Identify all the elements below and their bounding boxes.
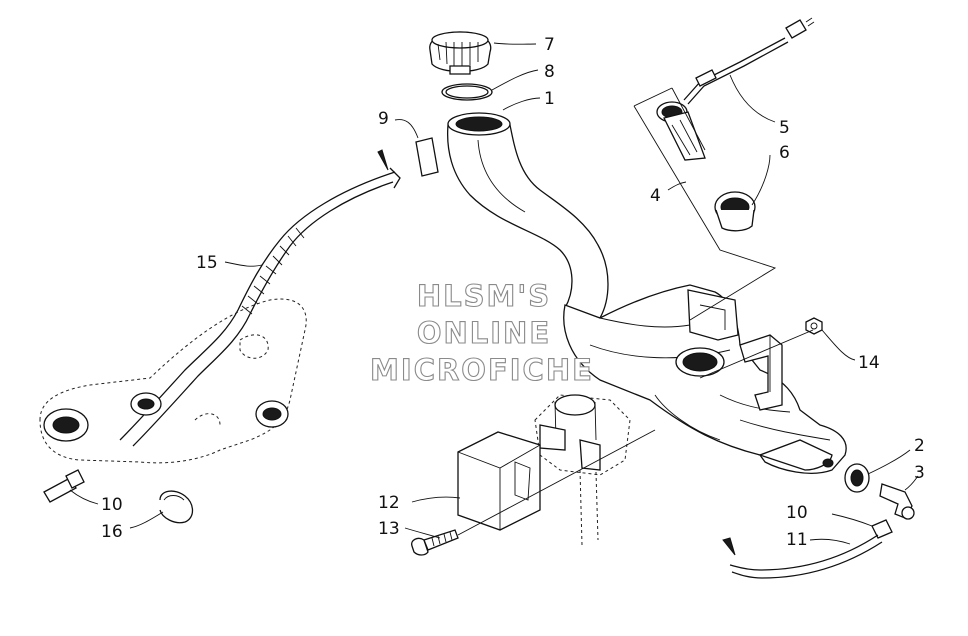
leader-lines — [69, 42, 919, 545]
watermark: HLSM'S ONLINE MICROFICHE — [370, 278, 594, 387]
fuel-pump — [534, 394, 631, 546]
sender-bracket-outline — [633, 87, 777, 321]
callout-11: 11 — [786, 530, 808, 550]
callout-14: 14 — [858, 353, 880, 373]
watermark-line-3: MICROFICHE — [370, 353, 594, 387]
callout-8: 8 — [544, 62, 555, 82]
mounting-bracket — [739, 334, 783, 411]
fuel-line — [722, 534, 883, 579]
callout-4: 4 — [650, 186, 661, 206]
hose-fitting-right — [871, 519, 893, 539]
hose-clamp — [159, 490, 194, 524]
callout-15: 15 — [196, 253, 218, 273]
grommet — [714, 191, 756, 232]
callout-16: 16 — [101, 522, 123, 542]
heat-shield-plate — [39, 298, 307, 464]
callout-6: 6 — [779, 143, 790, 163]
callout-labels: 7 8 1 9 5 6 4 15 14 2 3 12 13 10 16 10 1… — [101, 35, 925, 550]
o-ring — [441, 83, 493, 101]
watermark-line-1: HLSM'S — [417, 279, 551, 313]
callout-7: 7 — [544, 35, 555, 55]
hose-fitting-left — [43, 469, 85, 503]
callout-10-left: 10 — [101, 495, 123, 515]
nut-centerline — [699, 329, 814, 379]
callout-10-right: 10 — [786, 503, 808, 523]
fuel-sender — [656, 17, 815, 161]
bolt — [411, 529, 459, 556]
outlet-grommet — [844, 463, 870, 493]
callout-5: 5 — [779, 118, 790, 138]
callout-12: 12 — [378, 493, 400, 513]
callout-1: 1 — [544, 89, 555, 109]
watermark-line-2: ONLINE — [417, 316, 551, 350]
fuel-tank — [446, 112, 847, 474]
callout-3: 3 — [914, 463, 925, 483]
sender-mount-bracket — [687, 289, 739, 341]
callout-13: 13 — [378, 519, 400, 539]
elbow-fitting — [879, 483, 915, 520]
strip-pad — [415, 137, 439, 177]
bolt-centerline — [457, 429, 656, 536]
callout-2: 2 — [914, 436, 925, 456]
fuel-cap — [429, 31, 492, 75]
callout-9: 9 — [378, 109, 389, 129]
control-module-box — [457, 431, 541, 531]
vent-hose — [119, 149, 401, 447]
